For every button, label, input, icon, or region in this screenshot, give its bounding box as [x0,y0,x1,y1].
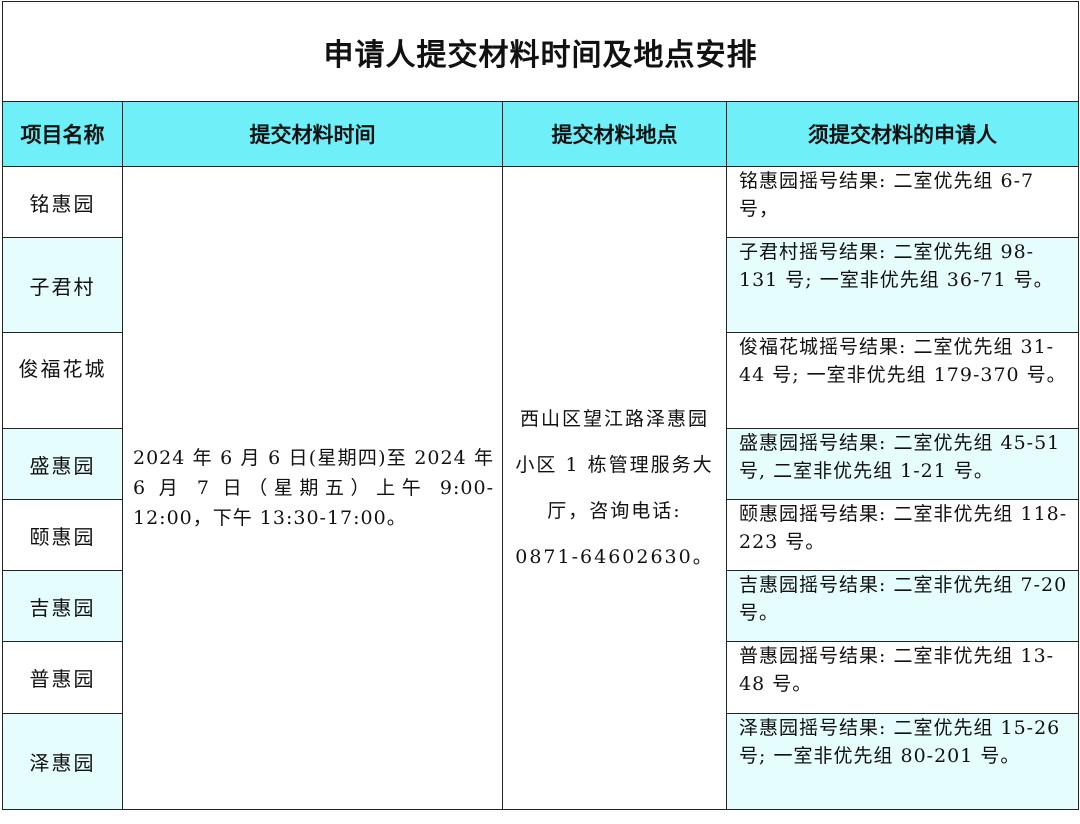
submission-place: 西山区望江路泽惠园小区 1 栋管理服务大厅，咨询电话: 0871-6460263… [502,166,727,810]
table-row: 泽惠园 泽惠园摇号结果: 二室优先组 15-26 号; 一室非优先组 80-20… [2,713,1079,810]
applicants-cell: 颐惠园摇号结果: 二室非优先组 118-223 号。 [726,499,1079,571]
project-name: 吉惠园 [2,570,123,642]
applicants-cell: 吉惠园摇号结果: 二室非优先组 7-20 号。 [726,570,1079,642]
table-row: 子君村 子君村摇号结果: 二室优先组 98-131 号; 一室非优先组 36-7… [2,237,1079,333]
table-row: 铭惠园 2024 年 6 月 6 日(星期四)至 2024 年 6 月 7 日（… [2,166,1079,810]
project-name: 颐惠园 [2,499,123,571]
header-row: 项目名称 提交材料时间 提交材料地点 须提交材料的申请人 [2,101,1079,167]
header-applicants: 须提交材料的申请人 [726,101,1079,167]
title-row: 申请人提交材料时间及地点安排 [2,1,1079,102]
project-name: 泽惠园 [2,713,123,810]
applicants-cell: 盛惠园摇号结果: 二室优先组 45-51 号, 二室非优先组 1-21 号。 [726,428,1079,500]
project-name: 俊福花城 [2,332,123,429]
table-row: 盛惠园 盛惠园摇号结果: 二室优先组 45-51 号, 二室非优先组 1-21 … [2,428,1079,500]
project-name: 盛惠园 [2,428,123,500]
project-name: 普惠园 [2,641,123,714]
schedule-table: 申请人提交材料时间及地点安排 项目名称 提交材料时间 提交材料地点 须提交材料的… [2,1,1079,810]
project-name: 铭惠园 [2,166,123,238]
header-place: 提交材料地点 [502,101,727,167]
page-title: 申请人提交材料时间及地点安排 [2,1,1079,102]
header-time: 提交材料时间 [122,101,503,167]
table-row: 吉惠园 吉惠园摇号结果: 二室非优先组 7-20 号。 [2,570,1079,642]
header-name: 项目名称 [2,101,123,167]
project-name: 子君村 [2,237,123,333]
applicants-cell: 泽惠园摇号结果: 二室优先组 15-26 号; 一室非优先组 80-201 号。 [726,713,1079,810]
applicants-cell: 俊福花城摇号结果: 二室优先组 31-44 号; 一室非优先组 179-370 … [726,332,1079,429]
applicants-cell: 铭惠园摇号结果: 二室优先组 6-7 号， [726,166,1079,238]
submission-time: 2024 年 6 月 6 日(星期四)至 2024 年 6 月 7 日（星期五）… [122,166,503,810]
applicants-cell: 子君村摇号结果: 二室优先组 98-131 号; 一室非优先组 36-71 号。 [726,237,1079,333]
table-row: 俊福花城 俊福花城摇号结果: 二室优先组 31-44 号; 一室非优先组 179… [2,332,1079,429]
table-row: 颐惠园 颐惠园摇号结果: 二室非优先组 118-223 号。 [2,499,1079,571]
applicants-cell: 普惠园摇号结果: 二室非优先组 13-48 号。 [726,641,1079,714]
